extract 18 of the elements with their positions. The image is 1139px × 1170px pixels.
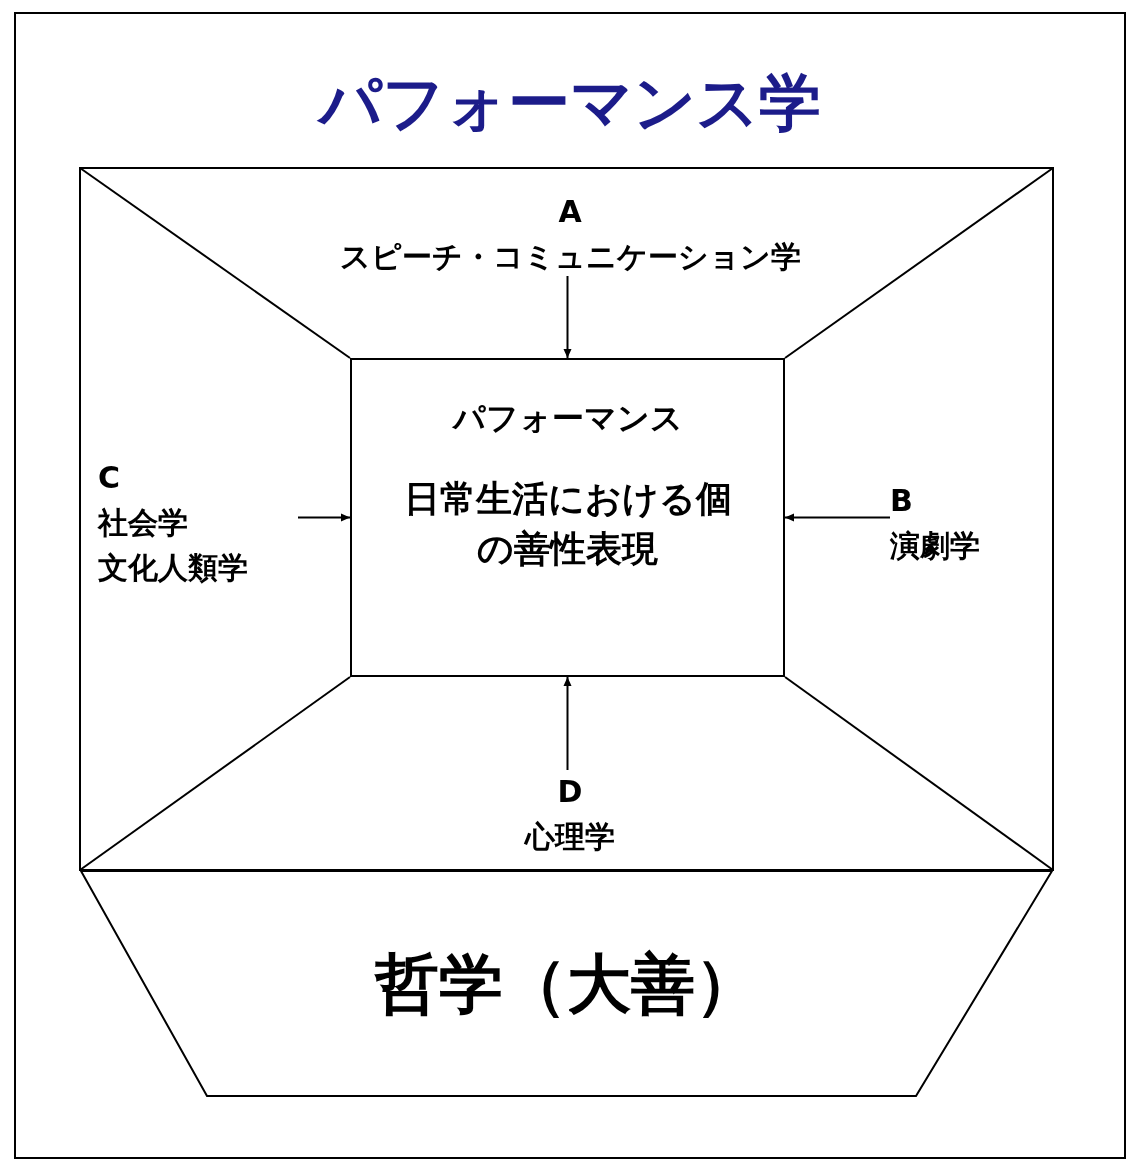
label-text: 演劇学 — [890, 527, 980, 565]
label-text: 日常生活における個の善性表現 — [402, 477, 733, 572]
section-letter: A — [558, 193, 582, 231]
title: パフォーマンス学 — [318, 65, 821, 141]
arrow — [297, 513, 351, 522]
label-text: 哲学（大善） — [374, 945, 759, 1023]
section-letter: D — [557, 773, 583, 811]
label-text: 心理学 — [525, 818, 615, 856]
label-text: パフォーマンス — [452, 398, 683, 439]
label-text: 文化人類学 — [98, 549, 248, 587]
label-text: スピーチ・コミュニケーション学 — [339, 238, 801, 276]
arrow — [784, 513, 891, 522]
arrow — [563, 676, 572, 771]
center-box — [350, 358, 785, 677]
section-letter: C — [98, 459, 121, 497]
label-text: 社会学 — [98, 504, 188, 542]
arrow — [563, 275, 572, 359]
section-letter: B — [890, 482, 913, 520]
